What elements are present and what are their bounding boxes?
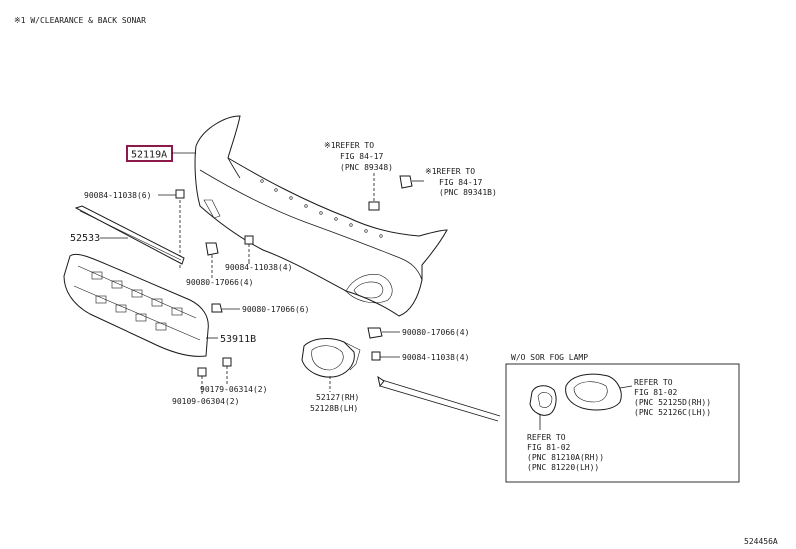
svg-text:FIG 84-17: FIG 84-17 xyxy=(340,152,384,161)
callout-52533: 52533 xyxy=(70,233,128,244)
bumper-cover xyxy=(194,115,448,317)
svg-text:52127(RH): 52127(RH) xyxy=(316,393,359,402)
svg-text:FIG 81-02: FIG 81-02 xyxy=(634,388,678,397)
svg-text:90080-17066(6): 90080-17066(6) xyxy=(242,305,309,314)
fog-lamp xyxy=(301,338,361,392)
svg-text:(PNC 81210A(RH)): (PNC 81210A(RH)) xyxy=(527,453,604,462)
footer-code: 524456A xyxy=(744,537,778,546)
svg-text:90179-06314(2): 90179-06314(2) xyxy=(200,385,267,394)
sensor-clip-1 xyxy=(368,201,380,211)
retainer-nut xyxy=(205,242,219,256)
svg-text:(PNC 89348): (PNC 89348) xyxy=(340,163,393,172)
clip-right xyxy=(222,357,232,367)
header-note: ※1 W/CLEARANCE & BACK SONAR xyxy=(14,16,146,25)
mid-bolt xyxy=(244,235,254,245)
seal-strip xyxy=(74,205,185,265)
sensor-clip-2 xyxy=(399,175,413,189)
svg-text:※1REFER TO: ※1REFER TO xyxy=(425,167,475,176)
fog-cover-b xyxy=(529,385,557,430)
fog-cover-a xyxy=(565,373,633,411)
svg-text:90080-17066(4): 90080-17066(4) xyxy=(186,278,253,287)
callout-nut-lower: 90080-17066(6) xyxy=(222,305,309,314)
svg-text:90080-17066(4): 90080-17066(4) xyxy=(402,328,469,337)
callout-fog-lamp: 52127(RH) 52128B(LH) xyxy=(310,393,359,413)
svg-text:90109-06304(2): 90109-06304(2) xyxy=(172,397,239,406)
callout-52119A-label: 52119A xyxy=(131,150,167,161)
fog-lamp-inset-box: W/O SOR FOG LAMP REFER TO FIG 81-02 (PNC… xyxy=(505,353,740,483)
inset-title: W/O SOR FOG LAMP xyxy=(511,353,588,362)
svg-text:(PNC 89341B): (PNC 89341B) xyxy=(439,188,497,197)
svg-text:52128B(LH): 52128B(LH) xyxy=(310,404,358,413)
svg-text:REFER TO: REFER TO xyxy=(527,433,566,442)
absorber-nut xyxy=(211,303,223,313)
svg-text:FIG 84-17: FIG 84-17 xyxy=(439,178,483,187)
callout-clip-right: 90179-06314(2) xyxy=(200,385,267,394)
svg-text:(PNC 52125D(RH)): (PNC 52125D(RH)) xyxy=(634,398,711,407)
svg-text:90084-11038(4): 90084-11038(4) xyxy=(225,263,292,272)
ref-note-2: ※1REFER TO FIG 84-17 (PNC 89341B) xyxy=(399,167,497,197)
fog-bolt xyxy=(371,351,381,361)
fog-nut xyxy=(367,327,383,339)
svg-text:90084-11038(6): 90084-11038(6) xyxy=(84,191,151,200)
svg-text:REFER TO: REFER TO xyxy=(634,378,673,387)
energy-absorber xyxy=(63,254,209,357)
callout-nut-mid: 90080-17066(4) xyxy=(186,278,253,287)
svg-text:(PNC 52126C(LH)): (PNC 52126C(LH)) xyxy=(634,408,711,417)
callout-clip-left: 90109-06304(2) xyxy=(172,397,239,406)
svg-text:53911B: 53911B xyxy=(220,334,256,345)
callout-bolt-fog: 90084-11038(4) xyxy=(380,353,469,362)
callout-highlight-box xyxy=(126,145,173,162)
callout-52119A[interactable]: 52119A xyxy=(126,145,196,162)
svg-text:※1REFER TO: ※1REFER TO xyxy=(324,141,374,150)
svg-text:90084-11038(4): 90084-11038(4) xyxy=(402,353,469,362)
ref-note-1: ※1REFER TO FIG 84-17 (PNC 89348) xyxy=(324,141,393,211)
svg-text:FIG 81-02: FIG 81-02 xyxy=(527,443,571,452)
clip-left xyxy=(197,367,207,377)
svg-text:(PNC 81220(LH)): (PNC 81220(LH)) xyxy=(527,463,599,472)
callout-bolt-mid: 90084-11038(4) xyxy=(225,262,292,272)
arrow-to-fog-box xyxy=(377,375,501,422)
svg-text:52533: 52533 xyxy=(70,233,100,244)
callout-nut-fog: 90080-17066(4) xyxy=(382,328,469,337)
callout-53911B: 53911B xyxy=(206,334,256,345)
